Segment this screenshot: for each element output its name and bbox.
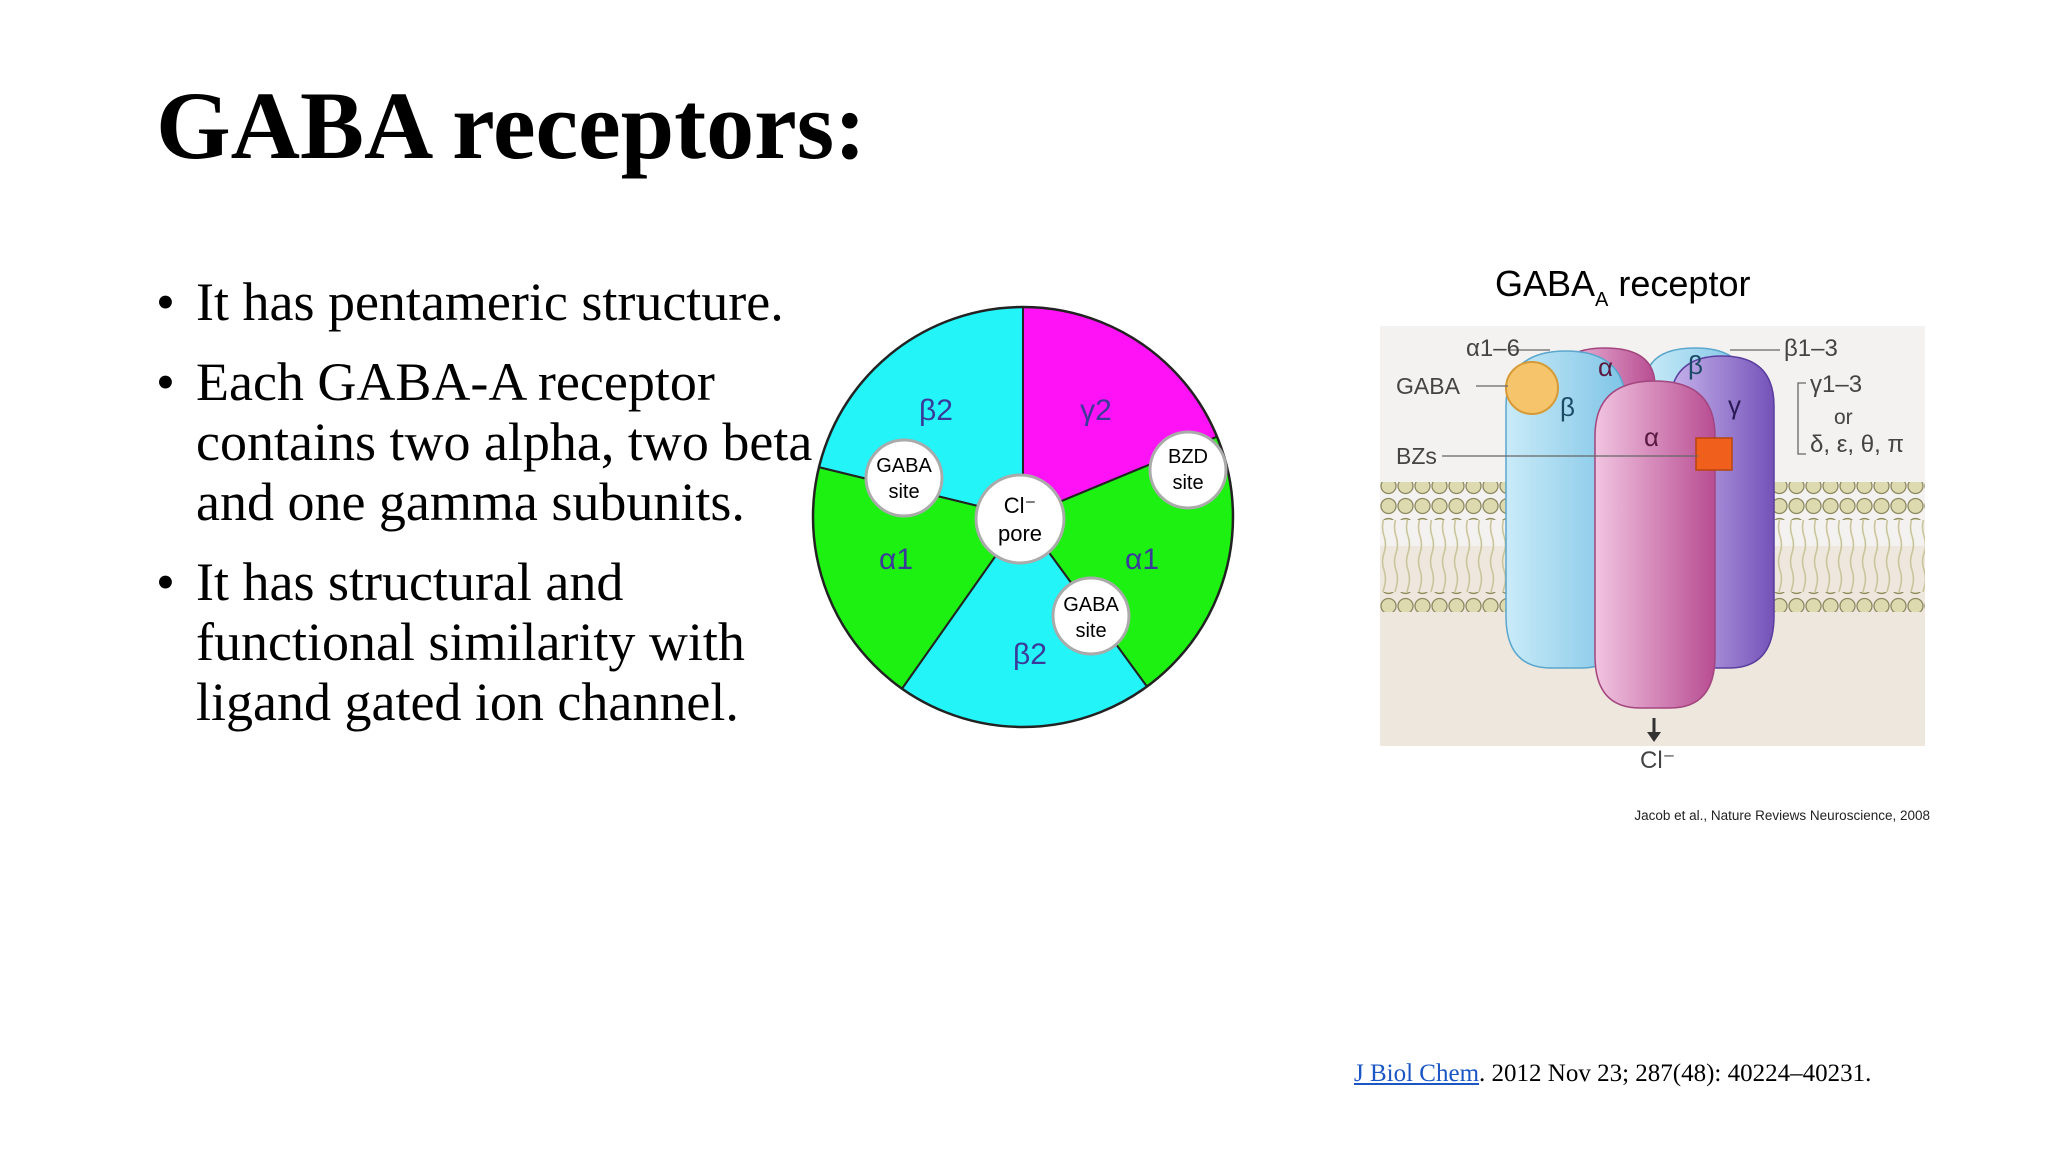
bullet-item: • Each GABA-A receptor contains two alpha… <box>156 352 836 532</box>
bzs-label: BZs <box>1396 443 1437 469</box>
gaba-site-lower-right: GABA site <box>1051 576 1131 656</box>
alt-subunits-label: δ, ε, θ, π <box>1810 431 1904 458</box>
gaba-site-label-line1: GABA <box>876 455 932 477</box>
chloride-arrow-icon <box>1647 718 1661 742</box>
gaba-ligand-label: GABA <box>1396 373 1461 399</box>
citation-details: . 2012 Nov 23; 287(48): 40224–40231. <box>1479 1060 1872 1087</box>
bzd-site-label-line2: site <box>1172 472 1203 494</box>
subunit-label-gamma2: γ2 <box>1080 394 1112 427</box>
subunit-beta-back-label: β <box>1688 350 1703 380</box>
journal-link[interactable]: J Biol Chem <box>1354 1060 1480 1087</box>
pentamer-pie-diagram: β2 γ2 α1 β2 α1 GABA site BZD site Cl⁻ po… <box>806 300 1240 734</box>
bullet-text: It has pentameric structure. <box>196 272 784 332</box>
gaba-site-upper-left: GABA site <box>864 438 944 518</box>
gaba-site-label-line2: site <box>888 481 919 503</box>
receptor-svg: GABAA receptor α1–6 GABA BZs β1–3 γ1–3 o… <box>1380 263 1930 823</box>
bullet-text: Each GABA-A receptor contains two alpha,… <box>196 352 813 532</box>
gamma-range-label: γ1–3 <box>1810 371 1862 398</box>
subunit-alpha-back-label: α <box>1598 352 1613 382</box>
beta-range-label: β1–3 <box>1784 335 1838 362</box>
bullet-marker: • <box>156 352 175 412</box>
chloride-pore: Cl⁻ pore <box>974 473 1066 565</box>
gaba-ligand <box>1505 361 1559 415</box>
bullet-text: It has structural and functional similar… <box>196 552 745 732</box>
subunit-label-alpha1-right: α1 <box>1125 543 1159 576</box>
citation: J Biol Chem. 2012 Nov 23; 287(48): 40224… <box>1354 1060 1871 1088</box>
pore-label-line1: Cl⁻ <box>1004 493 1036 518</box>
subunit-gamma-label: γ <box>1728 390 1741 420</box>
alpha-range-label: α1–6 <box>1466 335 1520 362</box>
pentamer-pie-svg: β2 γ2 α1 β2 α1 GABA site BZD site Cl⁻ po… <box>811 305 1235 729</box>
subunit-beta-front-label: β <box>1560 392 1575 422</box>
slide-title: GABA receptors: <box>156 72 867 179</box>
or-label: or <box>1834 406 1853 429</box>
bullet-list: • It has pentameric structure. • Each GABA… <box>156 272 836 752</box>
pore-label-line2: pore <box>998 521 1042 546</box>
subunit-label-beta2-bottom: β2 <box>1013 638 1047 671</box>
subunit-label-alpha1-left: α1 <box>879 543 913 576</box>
gaba-a-receptor-diagram: GABAA receptor α1–6 GABA BZs β1–3 γ1–3 o… <box>1380 256 1950 826</box>
benzodiazepine-site <box>1695 437 1733 471</box>
gaba-site-label-line1: GABA <box>1063 594 1119 616</box>
bullet-item: • It has pentameric structure. <box>156 272 836 332</box>
subunit-label-beta2-top: β2 <box>919 394 953 427</box>
bullet-marker: • <box>156 552 175 612</box>
subunit-alpha-front-label: α <box>1644 422 1659 452</box>
chloride-ion-label: Cl⁻ <box>1640 747 1675 774</box>
alpha-subunit-front <box>1594 380 1716 709</box>
bullet-item: • It has structural and functional simila… <box>156 552 836 732</box>
bzd-site: BZD site <box>1148 430 1228 510</box>
bullet-marker: • <box>156 272 175 332</box>
label-leader-lines <box>1442 349 1806 457</box>
bzd-site-label-line1: BZD <box>1168 446 1208 468</box>
figure-credit: Jacob et al., Nature Reviews Neuroscienc… <box>1634 808 1930 823</box>
gaba-site-label-line2: site <box>1075 620 1106 642</box>
receptor-title: GABAA receptor <box>1495 263 1750 311</box>
